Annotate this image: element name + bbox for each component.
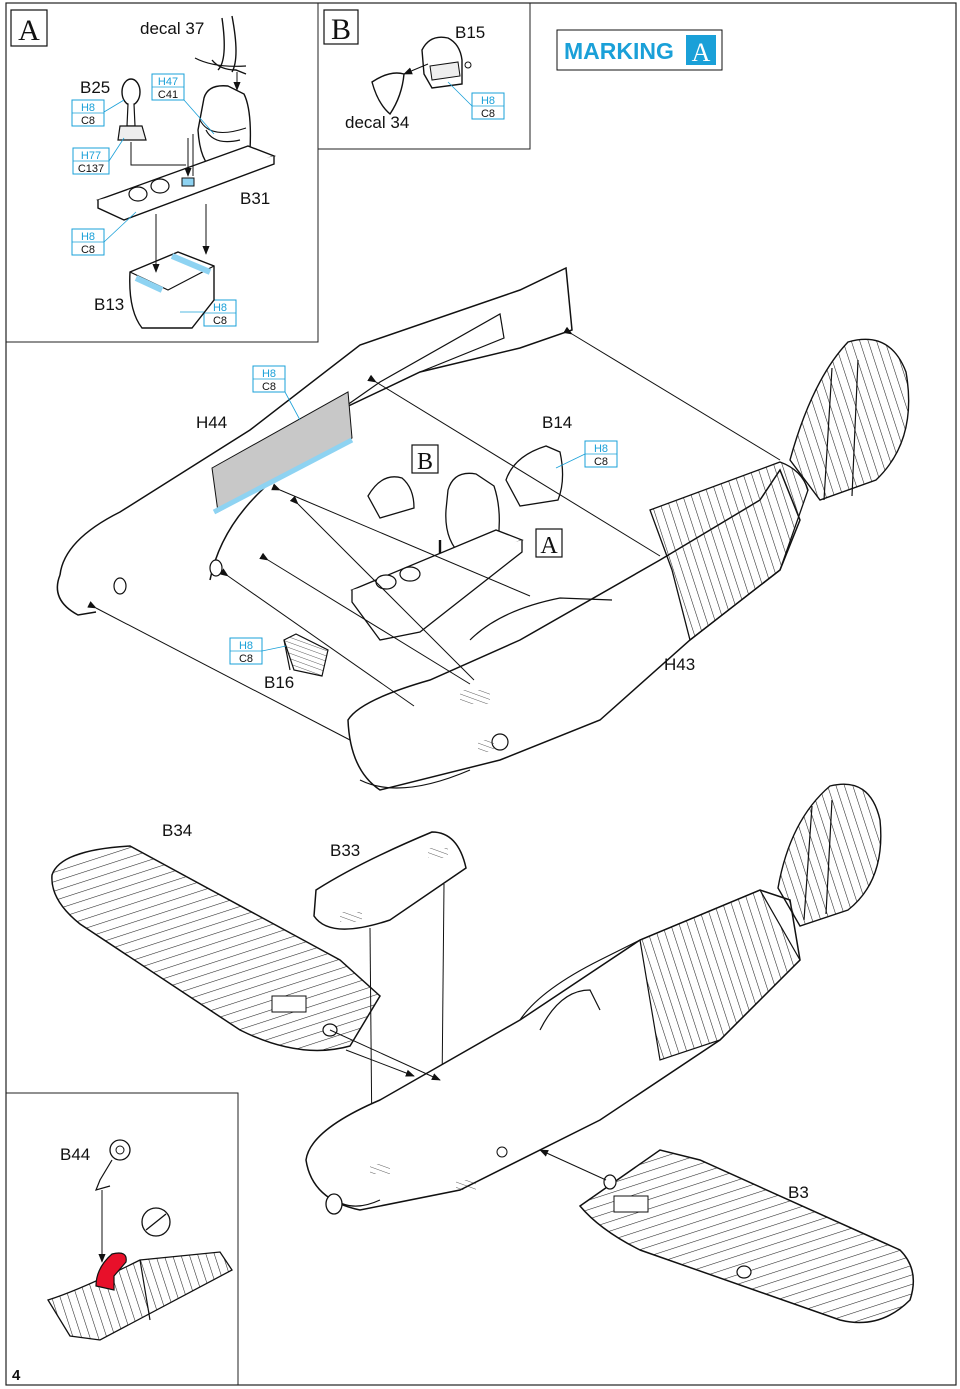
mirror-b44 (94, 1139, 131, 1191)
label-b3: B3 (788, 1183, 809, 1202)
svg-text:C8: C8 (81, 115, 95, 127)
paint-h8-c8-h44: H8 C8 (252, 365, 286, 393)
cockpit-seat (539, 989, 601, 1031)
svg-text:C8: C8 (594, 456, 608, 468)
part-b13 (129, 251, 215, 329)
svg-text:H8: H8 (262, 368, 276, 380)
floor-b31 (96, 145, 276, 221)
inset-b-letter: B (331, 13, 351, 46)
inset-a-letter: A (18, 14, 40, 47)
label-decal-34: decal 34 (345, 113, 409, 132)
label-h44: H44 (196, 413, 227, 432)
wing-b3 (578, 1149, 915, 1324)
callout-a-box (535, 528, 563, 558)
callout-b-letter: B (417, 449, 433, 475)
inset-a: A decal 37 B25 H47 C41 H8 C8 H77 C137 H8… (6, 2, 319, 343)
svg-text:H47: H47 (158, 76, 178, 88)
seat-back-b14 (505, 445, 564, 507)
marking-letter: A (692, 38, 711, 67)
svg-text:H8: H8 (81, 231, 95, 243)
wing-b34 (51, 845, 381, 1052)
part-b16 (283, 633, 329, 677)
assembled-aircraft: B34 B33 B3 (51, 783, 915, 1324)
svg-text:H8: H8 (239, 640, 253, 652)
svg-text:C8: C8 (239, 653, 253, 665)
label-b25: B25 (80, 78, 110, 97)
headrest-in-fuselage (367, 476, 415, 519)
decal-34-shape (371, 72, 405, 116)
svg-text:H8: H8 (594, 443, 608, 455)
page-number: 4 (12, 1367, 21, 1384)
label-b33: B33 (330, 841, 360, 860)
seat-part (197, 85, 252, 171)
svg-text:H8: H8 (81, 102, 95, 114)
label-b15: B15 (455, 23, 485, 42)
control-stick-b25 (117, 78, 147, 141)
svg-text:C8: C8 (481, 108, 495, 120)
page-frame (5, 2, 957, 1386)
callout-a-letter: A (540, 533, 558, 559)
svg-text:C8: C8 (262, 381, 276, 393)
paint-h77-c137: H77 C137 (72, 147, 110, 175)
svg-text:C8: C8 (81, 244, 95, 256)
label-b16: B16 (264, 673, 294, 692)
marking-word: MARKING (564, 38, 674, 64)
callout-b-box (411, 444, 439, 474)
label-b31: B31 (240, 189, 270, 208)
paint-h8-c8-b25: H8 C8 (71, 99, 105, 127)
inset-b44: B44 (6, 1092, 239, 1385)
marking-a-badge: MARKING A (556, 29, 723, 71)
marking-letter-box (686, 35, 716, 65)
svg-text:H8: H8 (213, 302, 227, 314)
paint-h8-c8-b16: H8 C8 (229, 637, 263, 665)
red-highlight-part (95, 1252, 127, 1291)
headrest-b15 (421, 36, 472, 89)
floor-in-fuselage (350, 529, 524, 641)
label-b44: B44 (60, 1145, 90, 1164)
label-decal-37: decal 37 (140, 19, 204, 38)
assembly-lines-fuselage (87, 326, 781, 741)
svg-text:C137: C137 (78, 163, 104, 175)
paint-h8-c8-b14: H8 C8 (584, 440, 618, 468)
label-b13: B13 (94, 295, 124, 314)
paint-h47-c41: H47 C41 (151, 73, 185, 101)
inset-b: B B15 decal 34 H8 C8 (317, 3, 531, 150)
label-h43: H43 (664, 655, 695, 674)
decal-37-strip (211, 15, 247, 75)
fuselage-half (56, 266, 910, 791)
svg-text:H8: H8 (481, 95, 495, 107)
svg-text:C41: C41 (158, 89, 178, 101)
svg-text:C8: C8 (213, 315, 227, 327)
paint-h8-c8-b31: H8 C8 (71, 228, 105, 256)
inset-a-box (10, 9, 48, 47)
paint-h8-c8-b15: H8 C8 (471, 92, 505, 120)
label-b14: B14 (542, 413, 572, 432)
svg-text:H77: H77 (81, 150, 101, 162)
label-b34: B34 (162, 821, 192, 840)
